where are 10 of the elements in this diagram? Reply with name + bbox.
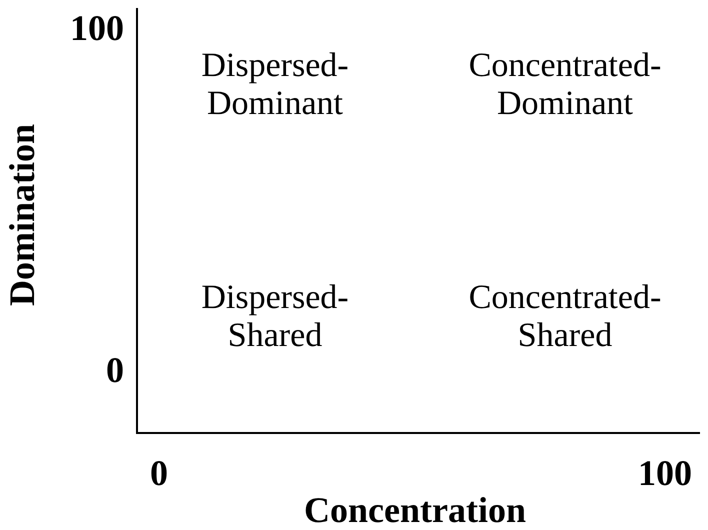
axis-title: Concentration bbox=[304, 492, 526, 528]
quadrant-label: Concentrated- Shared bbox=[468, 279, 662, 355]
quadrant-label: Dispersed- Dominant bbox=[200, 47, 350, 123]
tick-label: 0 bbox=[105, 352, 124, 388]
quadrant-label: Dispersed- Shared bbox=[200, 279, 350, 355]
axis-title: Domination bbox=[4, 124, 40, 306]
tick-label: 100 bbox=[69, 10, 124, 46]
tick-label: 100 bbox=[637, 455, 692, 491]
tick-label: 0 bbox=[150, 455, 169, 491]
quadrant-label: Concentrated- Dominant bbox=[468, 47, 662, 123]
